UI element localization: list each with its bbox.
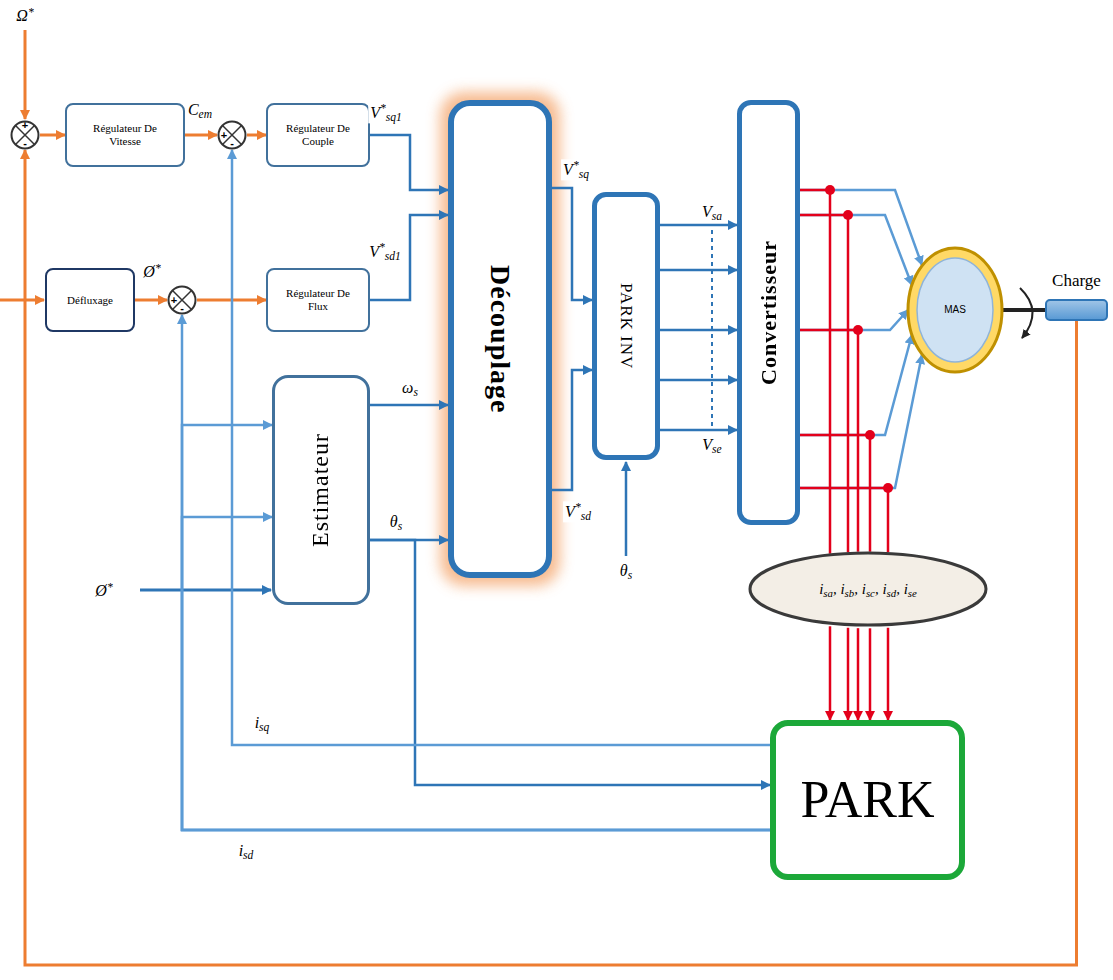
- signal-name: V*sq: [561, 159, 591, 180]
- sign: -: [167, 303, 197, 313]
- highlight-glow: [440, 92, 560, 586]
- estimator-box: Estimateur: [272, 375, 370, 605]
- converter-box: Convertisseur: [737, 100, 800, 525]
- node-label: Estimateur: [307, 433, 335, 547]
- signal-connector: [800, 190, 922, 265]
- measurement-wire: [800, 435, 870, 552]
- measurement-wire: [800, 488, 888, 552]
- speed-reference-arrow: [24, 30, 27, 119]
- flux-regulator-box: Régulateur De Flux: [266, 268, 370, 332]
- signal-connector: [660, 224, 737, 227]
- node-label: PARK: [801, 770, 935, 830]
- signal-connector: [1003, 308, 1045, 312]
- signal-connector: [370, 540, 770, 785]
- measurement-wire: [887, 628, 890, 720]
- signal-name: Ø*: [141, 262, 162, 281]
- sign: -: [10, 138, 40, 148]
- signal-connector: [800, 355, 922, 488]
- angle-input-arrow: [625, 462, 628, 556]
- signal-name: isd: [237, 842, 256, 862]
- signal-name: ωs: [400, 379, 420, 399]
- node-label: Régulateur De Vitesse: [87, 122, 163, 147]
- measurement-wire: [847, 628, 850, 720]
- sign: +: [209, 130, 239, 140]
- signal-connector: [40, 134, 65, 137]
- summing-junction: +-: [10, 120, 40, 150]
- signal-name: θs: [388, 513, 404, 533]
- current-measure-ellipse: isa, isb, isc, isd, ise: [748, 551, 988, 630]
- signal-name: Vsa: [700, 203, 724, 223]
- torque-regulator-box: Régulateur De Couple: [266, 103, 370, 167]
- measurement-wire: [857, 628, 860, 720]
- signal-name: V*sd1: [367, 241, 403, 262]
- junction-dot: [843, 210, 853, 220]
- load-box: Charge: [1045, 299, 1108, 321]
- load-heading: Charge: [1037, 271, 1113, 291]
- signal-name: θs: [618, 562, 634, 582]
- sign: +: [10, 120, 40, 130]
- signal-name: Ω*: [14, 6, 35, 25]
- induction-machine: MAS: [905, 245, 1005, 375]
- signal-connector: [800, 215, 912, 285]
- junction-dot: [853, 325, 863, 335]
- signal-name: isq: [253, 714, 272, 734]
- signal-connector: [247, 134, 266, 137]
- signal-connector: [552, 370, 592, 490]
- signal-connector: [185, 134, 217, 137]
- summing-junction: +-: [167, 285, 197, 315]
- rotor-disc: [917, 258, 993, 362]
- decoupling-box: Découplage: [448, 100, 552, 578]
- signal-name: Vse: [700, 436, 723, 456]
- signal-name: V*sq1: [368, 102, 404, 123]
- measurement-wire: [800, 215, 848, 552]
- signal-name: V*sd: [563, 501, 593, 522]
- signal-connector: [800, 335, 912, 435]
- signal-connector: [135, 299, 167, 302]
- junction-dot: [865, 430, 875, 440]
- inverse-park-box: PARK INV: [592, 192, 660, 460]
- stator-ring: [908, 248, 1002, 372]
- signal-connector: [370, 404, 448, 407]
- ellipse-shape: [750, 553, 986, 625]
- defluxage-input-arrow: [0, 299, 44, 302]
- node-label: isa, isb, isc, isd, ise: [819, 581, 917, 600]
- node-label: Découplage: [484, 265, 516, 413]
- voltage-bus-dashes: [711, 230, 713, 426]
- flux-weakening-box: Défluxage: [45, 268, 135, 332]
- node-label: Régulateur De Flux: [280, 287, 356, 312]
- signal-connector: [660, 269, 737, 272]
- signal-connector: [660, 429, 737, 432]
- node-label: PARK INV: [616, 283, 636, 369]
- speed-regulator-box: Régulateur De Vitesse: [65, 103, 185, 167]
- node-label: Régulateur De Couple: [280, 122, 356, 147]
- rotation-arrow: [1020, 288, 1033, 338]
- signal-connector: [660, 379, 737, 382]
- signal-name: Cem: [186, 101, 214, 121]
- park-box: PARK: [770, 720, 965, 880]
- sign: -: [217, 138, 247, 148]
- measurement-wire: [869, 628, 872, 720]
- signal-name: Ø*: [93, 581, 114, 600]
- node-label: MAS: [944, 304, 966, 316]
- junction-dot: [883, 483, 893, 493]
- signal-connector: [660, 329, 737, 332]
- sign: +: [159, 295, 189, 305]
- signal-connector: [370, 135, 448, 190]
- node-label: Convertisseur: [756, 240, 781, 385]
- signal-connector: [552, 188, 592, 300]
- flux-reference-arrow: [140, 589, 271, 592]
- measurement-wire: [829, 626, 832, 720]
- summing-junction: +-: [217, 120, 247, 150]
- junction-dot: [825, 185, 835, 195]
- node-label: Défluxage: [67, 294, 113, 307]
- measurement-wire: [800, 190, 830, 554]
- measurement-wire: [800, 330, 858, 552]
